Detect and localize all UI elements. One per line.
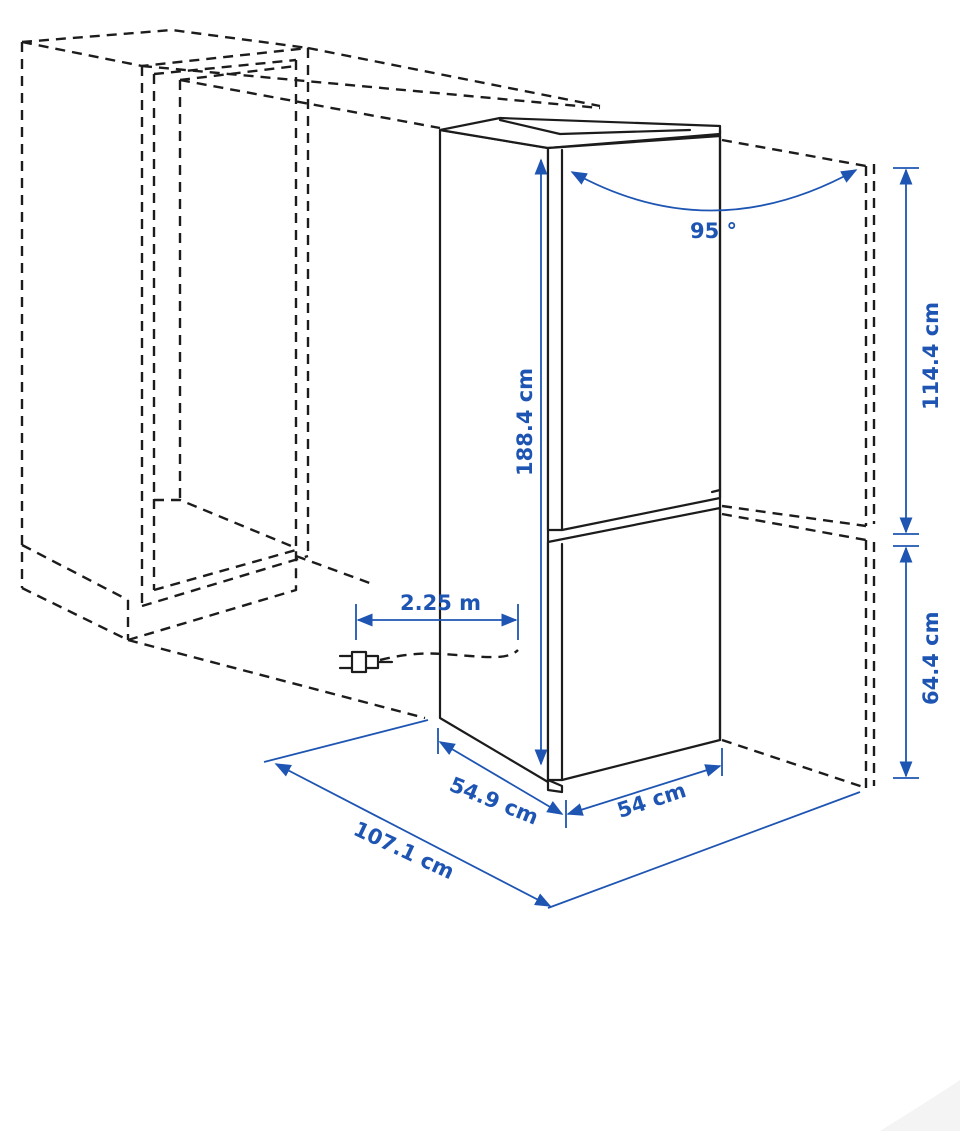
door-open-depth-line bbox=[274, 763, 552, 907]
plug-icon bbox=[338, 650, 380, 674]
upper-section-label: 114.4 cm bbox=[919, 302, 943, 410]
corner-shade bbox=[880, 1080, 960, 1131]
fridge bbox=[438, 116, 722, 794]
fridge-lower-door bbox=[546, 506, 722, 782]
tall-cabinet-outline bbox=[20, 28, 310, 642]
door-swing-arc bbox=[570, 169, 858, 212]
width-line bbox=[566, 764, 722, 816]
depth-label: 54.9 cm bbox=[446, 772, 542, 829]
total-height-label: 188.4 cm bbox=[513, 368, 537, 476]
cord-length-label: 2.25 m bbox=[400, 591, 481, 615]
dimension-lines bbox=[263, 158, 919, 909]
power-cord bbox=[338, 649, 519, 674]
lower-section-label: 64.4 cm bbox=[919, 612, 943, 705]
door-swing-label: 95 ° bbox=[690, 219, 737, 243]
fridge-upper-door bbox=[546, 134, 722, 532]
width-label: 54 cm bbox=[614, 778, 689, 823]
niche-outline bbox=[127, 46, 876, 790]
